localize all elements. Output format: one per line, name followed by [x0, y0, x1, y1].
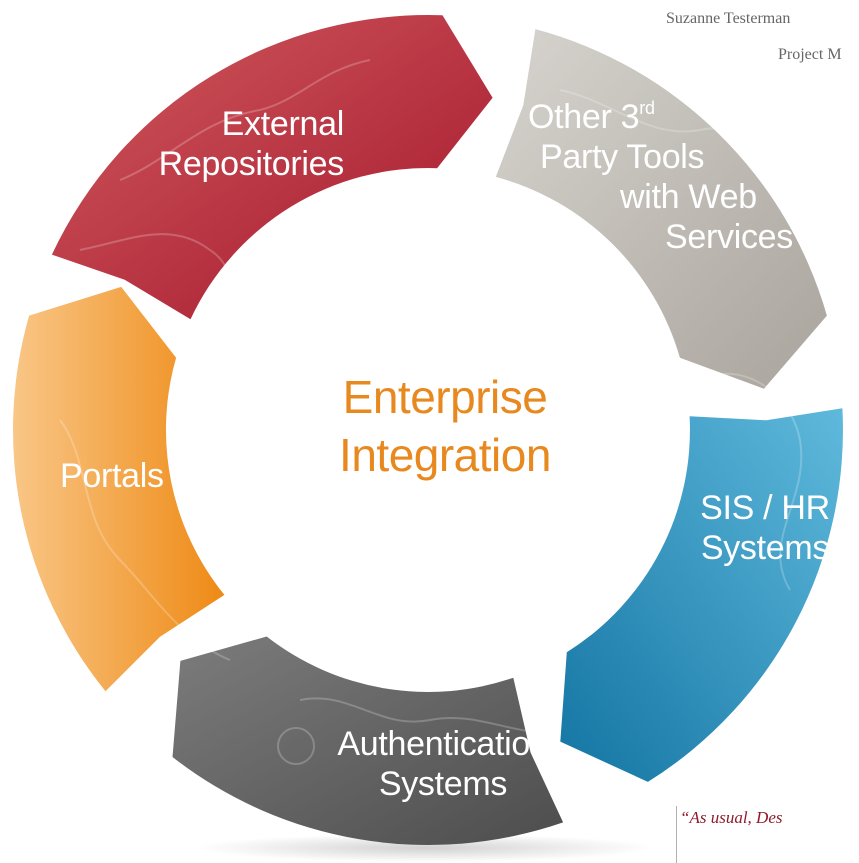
puzzle-line-3 [559, 89, 791, 201]
center-title-line-1: Enterprise [342, 371, 548, 423]
label-third-line-3: with Web [620, 178, 757, 216]
segment-external-repositories [51, 15, 493, 320]
label-auth-line-1: Authentication [337, 725, 549, 763]
label-sis-hr-systems: SIS / HR Systems [680, 488, 850, 568]
label-sis-line-1: SIS / HR [700, 489, 830, 527]
label-third-party-tools: Other 3rd Party Tools with Web Services [528, 88, 793, 257]
label-third-line-1-sup: rd [639, 98, 655, 118]
pull-quote: “As usual, Des [680, 808, 783, 827]
center-title-line-2: Integration [339, 429, 551, 481]
puzzle-line-5 [59, 419, 231, 661]
label-external-line-2: Repositories [158, 145, 345, 183]
center-disc [176, 178, 680, 682]
segment-group [13, 15, 843, 845]
author-name: Suzanne Testerman [666, 10, 791, 27]
label-auth-line-2: Systems [378, 765, 508, 803]
puzzle-line-4 [699, 372, 803, 591]
label-third-line-1: Other 3rd [528, 88, 793, 137]
label-portals-line-1: Portals [60, 457, 164, 495]
segment-authentication-systems [172, 636, 564, 845]
segment-sis-hr-systems [560, 408, 843, 782]
label-external-repositories: External Repositories [132, 104, 345, 184]
segment-portals [13, 286, 225, 692]
ring-shadow [195, 834, 655, 862]
label-third-line-4: Services [665, 218, 793, 256]
puzzle-line-6 [299, 697, 561, 734]
quote-rule [676, 806, 677, 863]
label-portals: Portals [60, 456, 164, 496]
label-authentication-systems: Authentication Systems [305, 724, 581, 804]
label-sis-line-2: Systems [700, 529, 830, 567]
segment-third-party-tools [495, 29, 827, 389]
texture-circle [277, 727, 315, 765]
author-role: Project M [778, 46, 842, 63]
label-third-line-2: Party Tools [540, 138, 705, 176]
label-external-line-1: External [221, 105, 345, 143]
label-third-line-1-main: Other 3 [528, 98, 640, 136]
center-title: Enterprise Integration [280, 368, 610, 484]
puzzle-line-1 [119, 59, 371, 181]
